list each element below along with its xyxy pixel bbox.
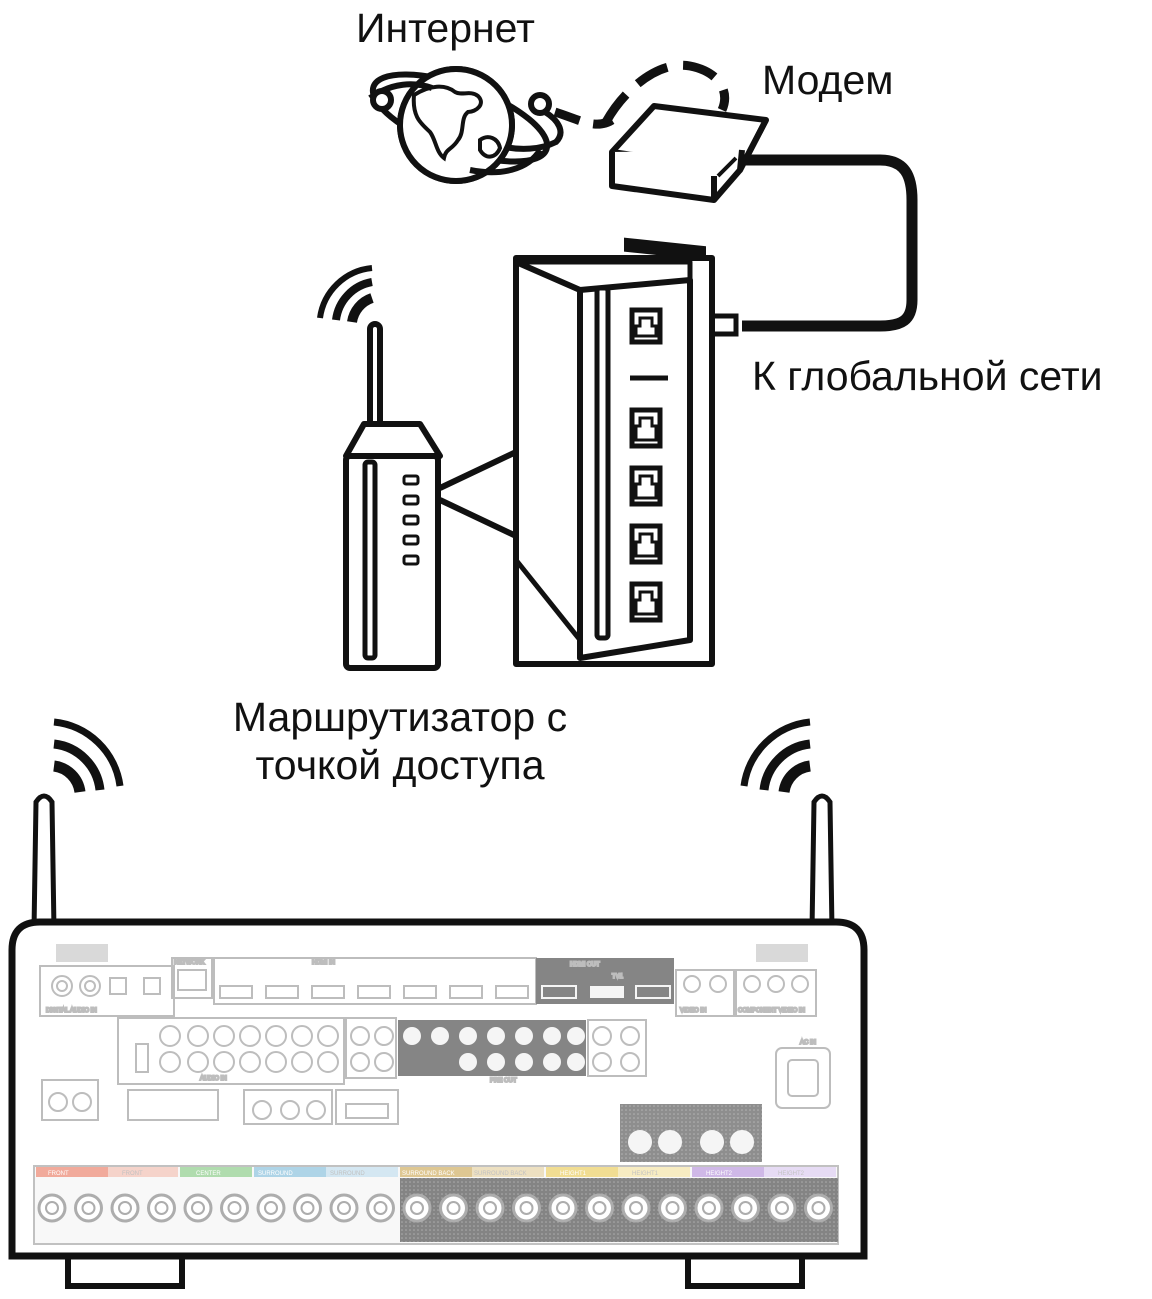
speaker-group-label-3: CENTER — [196, 1171, 221, 1177]
speaker-terminal-hole — [154, 1201, 169, 1215]
speaker-terminal-hole — [519, 1201, 534, 1215]
speaker-terminal — [402, 1193, 432, 1223]
speaker-terminal-hole — [811, 1201, 826, 1215]
speaker-terminal — [767, 1193, 797, 1223]
lan-port-4 — [629, 581, 663, 623]
wan-port — [629, 307, 663, 345]
speaker-terminal-hole — [775, 1201, 789, 1215]
router-label: Маршрутизатор с точкой доступа — [210, 694, 590, 789]
speaker-terminal-hole — [738, 1201, 753, 1215]
speaker-terminal-posts — [37, 1193, 833, 1223]
speaker-terminal — [658, 1193, 687, 1223]
speaker-terminal-hole — [592, 1201, 607, 1215]
speaker-terminal — [183, 1193, 213, 1223]
speaker-terminal — [256, 1193, 286, 1223]
pre-out-label: PRE OUT — [490, 1078, 517, 1084]
ac-in-label: AC IN — [800, 1040, 816, 1046]
speaker-terminal-hole — [118, 1201, 132, 1215]
speaker-group-label-6: SURROUND BACK — [402, 1171, 455, 1177]
speaker-terminal — [475, 1193, 505, 1223]
speaker-terminal — [731, 1193, 760, 1223]
speaker-group-label-10: HEIGHT2 — [706, 1171, 733, 1177]
hdmi-in-label: HDMI IN — [312, 960, 335, 966]
wan-cable — [740, 154, 918, 332]
speaker-terminal-hole — [373, 1201, 388, 1215]
router-icon — [343, 321, 443, 671]
lan-port-3 — [629, 523, 663, 565]
speaker-terminal-hole — [227, 1201, 242, 1215]
speaker-terminal-hole — [264, 1201, 278, 1215]
speaker-terminal — [220, 1193, 249, 1223]
speaker-group-label-8: HEIGHT1 — [560, 1171, 587, 1177]
speaker-terminal — [439, 1193, 468, 1223]
speaker-group-label-7: SURROUND BACK — [474, 1171, 527, 1177]
digital-audio-in-label: DIGITAL AUDIO IN — [46, 1008, 97, 1014]
av-receiver: DIGITAL AUDIO IN NETWORK HDMI IN HDMI OU… — [8, 793, 868, 1289]
router-port-panel — [513, 255, 715, 667]
speaker-terminal — [548, 1193, 578, 1223]
internet-modem-link-arc — [602, 60, 730, 125]
speaker-group-label-1: FRONT — [48, 1171, 69, 1177]
speaker-terminal-hole — [702, 1201, 716, 1215]
speaker-terminal — [512, 1193, 541, 1223]
speaker-group-label-5: SURROUND — [330, 1171, 365, 1177]
speaker-terminal-hole — [483, 1201, 497, 1215]
speaker-terminal-hole — [300, 1201, 315, 1215]
speaker-terminal — [694, 1193, 724, 1223]
lan-port-2 — [629, 465, 663, 507]
speaker-group-label-2: FRONT — [122, 1171, 143, 1177]
speaker-terminal-hole — [191, 1201, 205, 1215]
modem-icon — [609, 103, 769, 261]
speaker-terminal-hole — [45, 1201, 59, 1215]
speaker-terminal — [366, 1193, 395, 1223]
speaker-terminal-hole — [629, 1201, 643, 1215]
speaker-terminal — [585, 1193, 614, 1223]
speaker-terminal — [804, 1193, 833, 1223]
speaker-group-label-9: HEIGHT1 — [632, 1171, 659, 1177]
zoom-callout — [438, 449, 518, 539]
component-video-in-label: COMPONENT VIDEO IN — [738, 1008, 805, 1014]
modem-label: Модем — [762, 57, 894, 103]
rear-panel: DIGITAL AUDIO IN NETWORK HDMI IN HDMI OU… — [39, 944, 831, 1162]
internet-label: Интернет — [356, 5, 535, 51]
audio-in-label: AUDIO IN — [200, 1076, 227, 1082]
speaker-terminal — [293, 1193, 322, 1223]
hdmi-out-label: HDMI OUT — [570, 962, 600, 968]
wifi-signal-icon-left — [52, 718, 124, 794]
router-label-line-2: точкой доступа — [255, 741, 545, 788]
router-label-line-1: Маршрутизатор с — [232, 694, 568, 740]
tv1-label: TV1 — [612, 974, 624, 980]
speaker-group-label-4: SURROUND — [258, 1171, 293, 1177]
speaker-terminal — [74, 1193, 103, 1223]
speaker-terminal — [621, 1193, 651, 1223]
speaker-terminal-hole — [337, 1201, 351, 1215]
speaker-terminal-hole — [81, 1201, 96, 1215]
speaker-group-label-11: HEIGHT2 — [778, 1171, 805, 1177]
speaker-terminal-hole — [665, 1201, 680, 1215]
lan-port-1 — [629, 407, 663, 449]
speaker-terminals: FRONT FRONT CENTER SURROUND SURROUND SUR… — [33, 1165, 839, 1245]
speaker-terminal — [37, 1193, 67, 1223]
network-port-label: NETWORK — [174, 960, 205, 966]
wifi-signal-icon-right — [740, 718, 812, 794]
wifi-signal-icon — [317, 265, 374, 324]
wan-label: К глобальной сети — [752, 353, 1103, 399]
speaker-terminal-hole — [556, 1201, 570, 1215]
speaker-terminal — [147, 1193, 176, 1223]
video-in-label: VIDEO IN — [680, 1008, 706, 1014]
globe-icon — [368, 66, 564, 184]
speaker-terminal — [329, 1193, 359, 1223]
speaker-terminal-hole — [410, 1201, 424, 1215]
speaker-terminal-hole — [446, 1201, 461, 1215]
speaker-terminal — [110, 1193, 140, 1223]
